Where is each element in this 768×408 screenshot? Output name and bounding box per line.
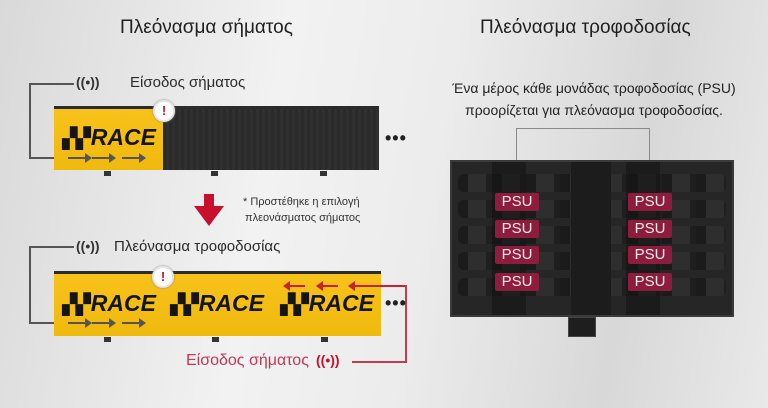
checker-flag-icon: ▞▞ bbox=[62, 128, 91, 150]
race-logo: ▞▞RACE bbox=[280, 290, 374, 316]
race-logo: ▞▞RACE bbox=[170, 290, 264, 316]
connector-line bbox=[30, 246, 74, 248]
signal-input-label: Είσοδος σήματος bbox=[130, 74, 246, 91]
signal-flow-arrow-icon bbox=[92, 318, 116, 328]
signal-flow-arrow-icon bbox=[92, 153, 116, 163]
down-arrow-shaft bbox=[204, 194, 214, 206]
panel-top-edge bbox=[54, 271, 381, 274]
panel-top-edge bbox=[54, 106, 379, 109]
more-panels-ellipsis: ••• bbox=[385, 293, 407, 313]
wireless-signal-icon: ((•)) bbox=[316, 352, 340, 368]
panel-foot bbox=[211, 171, 218, 176]
wireless-signal-icon: ((•)) bbox=[76, 238, 100, 254]
inactive-dark-panel bbox=[163, 107, 379, 170]
connector-line bbox=[29, 246, 31, 323]
psu-badge: PSU bbox=[495, 193, 539, 211]
checker-flag-icon: ▞▞ bbox=[170, 294, 199, 316]
cabinet-column bbox=[626, 162, 660, 315]
signal-flow-arrow-icon bbox=[68, 318, 92, 328]
psu-badge: PSU bbox=[495, 273, 539, 291]
note-line-1: * Προστέθηκε η επιλογή bbox=[243, 196, 360, 208]
power-redundancy-label: Πλεόνασμα τροφοδοσίας bbox=[114, 238, 281, 255]
backup-signal-arrow-icon bbox=[283, 281, 305, 291]
power-redundancy-title: Πλεόνασμα τροφοδοσίας bbox=[480, 17, 691, 38]
backup-connector-line bbox=[352, 361, 407, 363]
connector-line bbox=[30, 83, 74, 85]
signal-flow-arrow-icon bbox=[68, 153, 92, 163]
panel-foot bbox=[104, 337, 111, 342]
backup-signal-arrow-icon bbox=[348, 281, 406, 291]
checker-flag-icon: ▞▞ bbox=[62, 294, 91, 316]
cabinet-column bbox=[492, 162, 526, 315]
down-arrow-icon bbox=[194, 206, 224, 226]
description-line-2: προορίζεται για πλεόνασμα τροφοδοσίας. bbox=[465, 102, 723, 118]
psu-badge: PSU bbox=[495, 246, 539, 264]
alert-icon: ! bbox=[152, 266, 174, 288]
signal-flow-arrow-icon bbox=[122, 318, 146, 328]
psu-callout-bracket bbox=[516, 128, 650, 188]
psu-description: Ένα μέρος κάθε μονάδας τροφοδοσίας (PSU)… bbox=[420, 77, 768, 121]
panel-foot bbox=[320, 171, 327, 176]
checker-flag-icon: ▞▞ bbox=[280, 294, 309, 316]
race-logo: ▞▞RACE bbox=[62, 124, 156, 150]
psu-badge: PSU bbox=[628, 193, 672, 211]
wireless-signal-icon: ((•)) bbox=[76, 74, 100, 90]
note-line-2: πλεονάσματος σήματος bbox=[245, 212, 361, 224]
signal-flow-arrow-icon bbox=[122, 153, 146, 163]
panel-foot bbox=[321, 337, 328, 342]
more-panels-ellipsis: ••• bbox=[385, 128, 407, 148]
connector-line bbox=[29, 83, 31, 158]
alert-icon: ! bbox=[153, 100, 175, 122]
race-logo: ▞▞RACE bbox=[62, 290, 156, 316]
note-text: * Προστέθηκε η επιλογή πλεονάσματος σήμα… bbox=[243, 194, 360, 226]
description-line-1: Ένα μέρος κάθε μονάδας τροφοδοσίας (PSU) bbox=[452, 80, 736, 96]
connector-line bbox=[29, 322, 59, 324]
psu-badge: PSU bbox=[628, 273, 672, 291]
cabinet-center-spine bbox=[571, 162, 611, 315]
signal-redundancy-title: Πλεόνασμα σήματος bbox=[120, 17, 293, 38]
psu-badge: PSU bbox=[495, 220, 539, 238]
backup-signal-arrow-icon bbox=[316, 281, 338, 291]
led-cabinet-back bbox=[450, 160, 734, 317]
panel-foot bbox=[212, 337, 219, 342]
active-yellow-panel bbox=[54, 272, 381, 336]
panel-foot bbox=[104, 171, 111, 176]
connector-line bbox=[29, 157, 59, 159]
psu-badge: PSU bbox=[628, 246, 672, 264]
psu-badge: PSU bbox=[628, 220, 672, 238]
backup-signal-input-label: Είσοδος σήματος bbox=[186, 352, 309, 369]
backup-connector-line bbox=[405, 285, 407, 362]
cabinet-handle bbox=[568, 317, 596, 337]
